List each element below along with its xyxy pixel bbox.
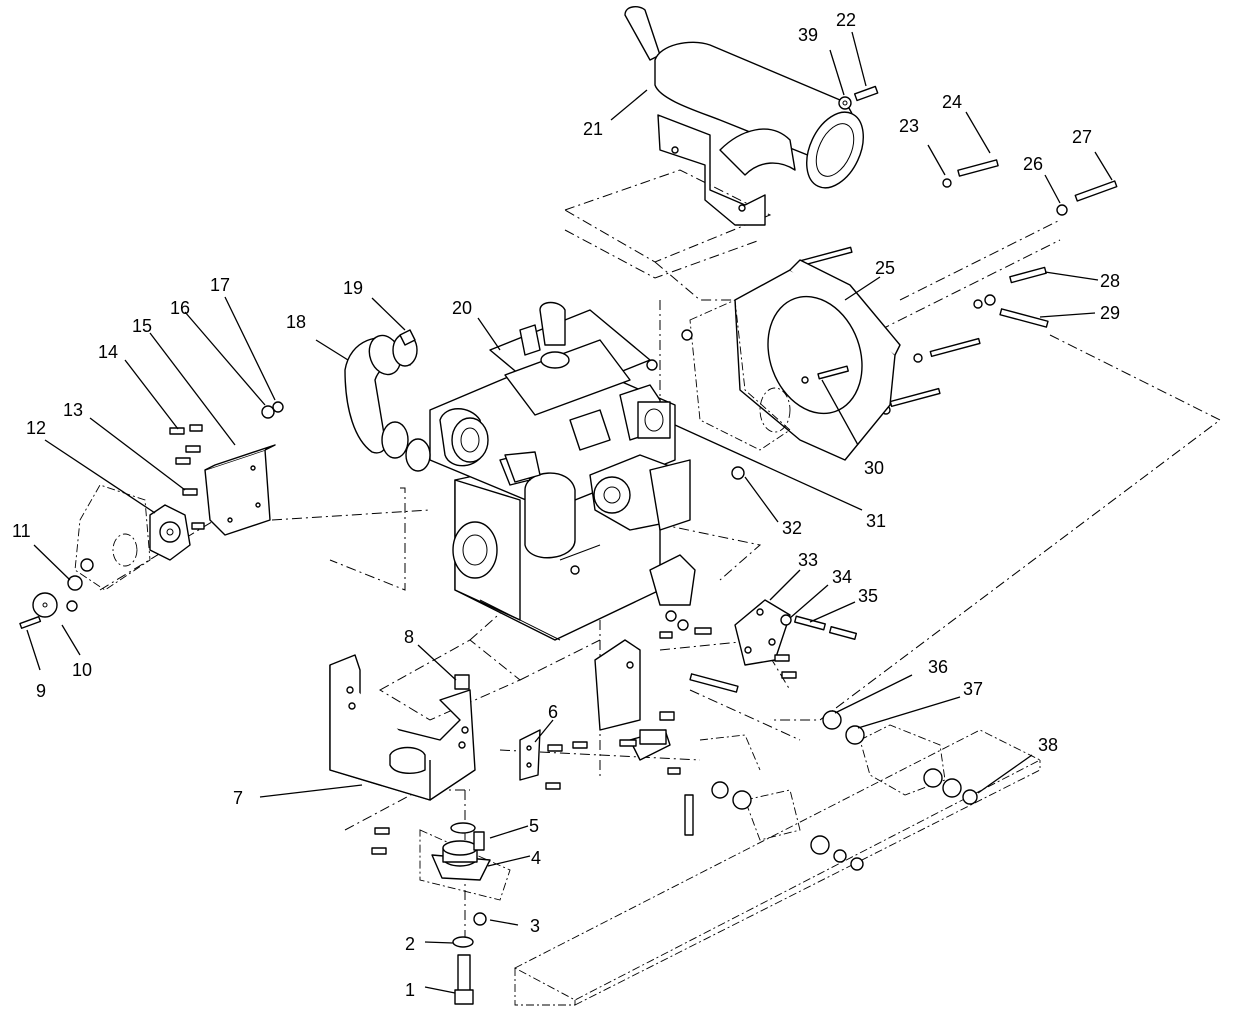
- callout-18: 18: [286, 312, 306, 332]
- callout-21: 21: [583, 119, 603, 139]
- callout-13: 13: [63, 400, 83, 420]
- leader-lines: [26, 31, 1113, 994]
- callout-23: 23: [899, 116, 919, 136]
- isolator-mount: [419, 822, 511, 1005]
- callout-1: 1: [405, 980, 415, 1000]
- right-mount: [649, 554, 858, 693]
- callout-15: 15: [132, 316, 152, 336]
- callout-39: 39: [798, 25, 818, 45]
- lower-mount: [594, 639, 978, 871]
- callout-7: 7: [233, 788, 243, 808]
- callout-5: 5: [529, 816, 539, 836]
- callout-36: 36: [928, 657, 948, 677]
- callout-6: 6: [548, 702, 558, 722]
- flywheel-housing: [646, 259, 901, 461]
- frame-rail: [514, 724, 1041, 1006]
- callout-30: 30: [864, 458, 884, 478]
- callout-19: 19: [343, 278, 363, 298]
- callout-26: 26: [1023, 154, 1043, 174]
- callout-4: 4: [531, 848, 541, 868]
- intake-pipe: [344, 329, 541, 483]
- callout-20: 20: [452, 298, 472, 318]
- callout-2: 2: [405, 934, 415, 954]
- callout-32: 32: [782, 518, 802, 538]
- callout-11: 11: [12, 521, 31, 541]
- callout-22: 22: [836, 10, 856, 30]
- callout-16: 16: [170, 298, 190, 318]
- callout-37: 37: [963, 679, 983, 699]
- callout-24: 24: [942, 92, 962, 112]
- callout-27: 27: [1072, 127, 1092, 147]
- muffler-assembly: [624, 6, 879, 226]
- callout-12: 12: [26, 418, 46, 438]
- callout-14: 14: [98, 342, 118, 362]
- engine-mount-bracket: [329, 654, 588, 855]
- left-mount-bracket: [19, 401, 284, 629]
- callout-25: 25: [875, 258, 895, 278]
- callout-17: 17: [210, 275, 230, 295]
- callout-3: 3: [530, 916, 540, 936]
- callout-31: 31: [866, 511, 886, 531]
- long-bolts: [799, 159, 1118, 415]
- callout-8: 8: [404, 627, 414, 647]
- callout-29: 29: [1100, 303, 1120, 323]
- callout-35: 35: [858, 586, 878, 606]
- callout-9: 9: [36, 681, 46, 701]
- callout-38: 38: [1038, 735, 1058, 755]
- callout-34: 34: [832, 567, 852, 587]
- callout-numbers: 1 2 3 4 5 6 7 8 9 10 11 12 13 14 15 16 1…: [12, 10, 1120, 1000]
- engine-block: [429, 301, 745, 641]
- callout-28: 28: [1100, 271, 1120, 291]
- callout-10: 10: [72, 660, 92, 680]
- callout-33: 33: [798, 550, 818, 570]
